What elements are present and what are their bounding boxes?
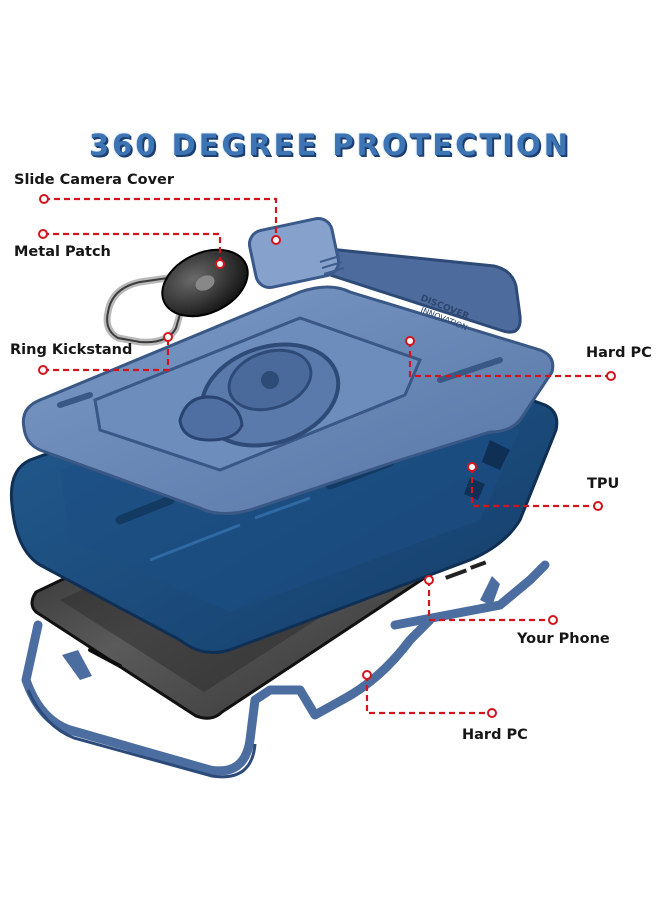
endpoint-your-phone-part — [424, 575, 434, 585]
page-title: 360 DEGREE PROTECTION — [89, 128, 571, 162]
leader-lines — [43, 197, 611, 715]
endpoint-hard-pc-bottom-part — [362, 670, 372, 680]
label-tpu: TPU — [587, 476, 620, 492]
label-slide-camera-cover: Slide Camera Cover — [14, 172, 175, 188]
hard-pc-top-shell — [21, 285, 555, 515]
leader-hard-pc-top — [408, 341, 611, 378]
label-your-phone: Your Phone — [517, 631, 610, 647]
label-ring-kickstand: Ring Kickstand — [10, 342, 133, 358]
endpoint-ring-kickstand-label — [38, 365, 48, 375]
label-hard-pc-bottom: Hard PC — [462, 727, 528, 743]
endpoint-tpu-part — [467, 462, 477, 472]
leader-your-phone — [427, 580, 553, 622]
endpoint-metal-patch-part — [215, 259, 225, 269]
leader-hard-pc-bottom — [365, 675, 492, 715]
label-metal-patch: Metal Patch — [14, 244, 111, 260]
endpoint-ring-kickstand-part — [163, 332, 173, 342]
leader-tpu — [470, 467, 598, 508]
leader-ring-kickstand — [43, 337, 170, 372]
endpoint-tpu-label — [593, 501, 603, 511]
camera-slide-cover: DISCOVER INNOVATION — [247, 217, 522, 334]
metal-patch — [161, 248, 249, 318]
endpoint-slide-camera-cover-label — [39, 194, 49, 204]
leader-endpoints — [38, 194, 616, 718]
endpoint-hard-pc-bottom-label — [487, 708, 497, 718]
endpoint-your-phone-label — [548, 615, 558, 625]
label-hard-pc-top: Hard PC — [586, 345, 652, 361]
endpoint-metal-patch-label — [38, 229, 48, 239]
hard-pc-bottom-frame — [21, 560, 550, 779]
endpoint-hard-pc-top-label — [606, 371, 616, 381]
leader-slide-camera-cover — [44, 197, 278, 240]
endpoint-slide-camera-cover-part — [271, 235, 281, 245]
endpoint-hard-pc-top-part — [405, 336, 415, 346]
